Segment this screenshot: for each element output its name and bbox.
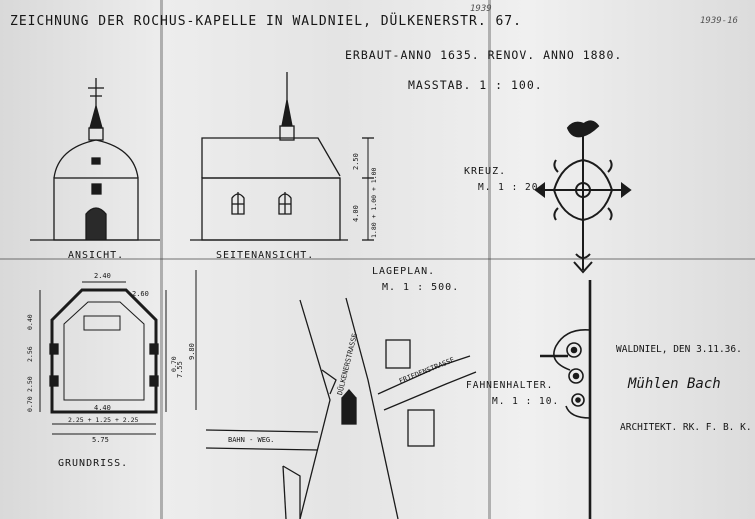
pencil-note: 1939 [470,4,492,14]
dimension-label: 9.80 [188,343,196,360]
site-plan-scale: M. 1 : 500. [382,282,460,293]
dimension-label: 2.40 [94,272,111,280]
dimension-label: 4.40 [94,404,111,412]
dimension-label: 4.00 [352,205,360,222]
flag-holder-scale: M. 1 : 10. [492,396,560,407]
dimension-label: 2.56 [26,346,34,362]
ornamental-cross-drawing [534,120,632,274]
dimension-label: 0.70 [170,356,178,372]
cross-label: KREUZ. [464,166,507,177]
dimension-label: 2.50 [352,153,360,170]
flag-holder-drawing [540,280,592,519]
site-plan-label: LAGEPLAN. [372,266,436,277]
place-date: WALDNIEL, DEN 3.11.36. [616,344,742,355]
side-view-drawing [190,72,374,241]
front-view-drawing [30,78,160,241]
dimension-label: 5.75 [92,436,109,444]
fold-line [0,258,755,260]
dimension-label: 2.60 [132,290,149,298]
dimension-label: 2.50 [26,376,34,392]
architect-signature: Mühlen Bach [628,376,721,392]
dimension-label: 2.25 + 1.25 + 2.25 [68,416,139,424]
front-view-label: ANSICHT. [68,250,125,261]
street-label-bahnweg: BAHN - WEG. [228,436,275,444]
dimension-label: 1.80 + 1.00 + 1.00 [370,167,378,238]
dimension-label: 0.40 [26,314,34,330]
pencil-note: 1939-16 [700,16,738,26]
flag-holder-label: FAHNENHALTER. [466,380,554,391]
cross-scale: M. 1 : 20. [478,182,546,193]
dimension-label: 0.70 [26,396,34,412]
floor-plan-label: GRUNDRISS. [58,458,129,469]
construction-dates: ERBAUT-ANNO 1635. RENOV. ANNO 1880. [345,48,623,62]
fold-line [160,0,163,519]
side-view-label: SEITENANSICHT. [216,250,315,261]
site-plan-drawing [205,297,477,519]
floor-plan-drawing [39,281,167,435]
architect-title: ARCHITEKT. RK. F. B. K. [620,422,752,433]
fold-line [488,0,491,519]
drawing-scale: MASSTAB. 1 : 100. [408,78,543,92]
drawing-title: ZEICHNUNG DER ROCHUS-KAPELLE IN WALDNIEL… [10,14,522,29]
